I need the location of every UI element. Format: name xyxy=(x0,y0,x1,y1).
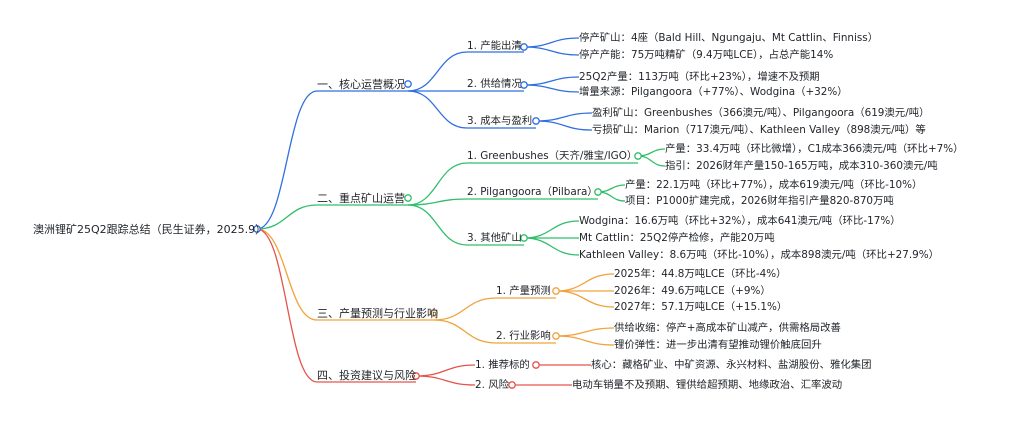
root-to-branch-4 xyxy=(256,228,318,383)
sub-recommended[interactable]: 1. 推荐标的 xyxy=(475,359,530,371)
leaf-forecast-2025[interactable]: 2025年：44.8万吨LCE（环比-4%） xyxy=(614,268,787,280)
leaf-mt-cattlin[interactable]: Mt Cattlin：25Q2停产检修，产能20万吨 xyxy=(579,232,775,244)
b1-sub3-toggle-dot[interactable] xyxy=(532,117,540,125)
b3s2-leaf1 xyxy=(555,327,615,337)
b3-to-sub2 xyxy=(433,319,497,344)
leaf-shutdown-mines[interactable]: 停产矿山：4座（Bald Hill、Ngungaju、Mt Cattlin、Fi… xyxy=(579,32,879,44)
b2s3-leaf1 xyxy=(523,220,580,239)
b2s3-leaf3 xyxy=(523,237,580,256)
leaf-price-elasticity[interactable]: 锂价弹性：进一步出清有望推动锂价触底回升 xyxy=(614,339,822,351)
root-toggle-dot[interactable] xyxy=(253,225,261,233)
leaf-forecast-2026[interactable]: 2026年：49.6万吨LCE（+9%） xyxy=(614,285,771,297)
b3-sub2-toggle-dot[interactable] xyxy=(552,332,560,340)
sub-industry-impact[interactable]: 2. 行业影响 xyxy=(496,330,551,342)
branch-1-toggle-dot[interactable] xyxy=(404,80,412,88)
root-topic[interactable]: 澳洲锂矿25Q2跟踪总结（民生证券，2025.9） xyxy=(33,223,267,236)
b3s1-leaf3 xyxy=(555,290,615,308)
b1-sub2-toggle-dot[interactable] xyxy=(520,81,528,89)
b2s2-leaf1 xyxy=(597,184,626,193)
leaf-pilgangoora-project[interactable]: 项目：P1000扩建完成，2026财年指引产量820-870万吨 xyxy=(625,195,894,207)
b2-sub3-toggle-dot[interactable] xyxy=(520,234,528,242)
b1-to-sub3 xyxy=(407,90,468,129)
b1s1-leaf2 xyxy=(523,46,580,56)
branch-core-operations[interactable]: 一、核心运营概况 xyxy=(317,78,405,91)
b3-sub1-toggle-dot[interactable] xyxy=(552,287,560,295)
sub-cost-profit[interactable]: 3. 成本与盈利 xyxy=(467,115,533,127)
leaf-supply-shrink[interactable]: 供给收缩：停产+高成本矿山减产，供需格局改善 xyxy=(614,322,841,334)
root-to-branch-1 xyxy=(256,90,318,230)
b1s3-leaf2 xyxy=(535,120,593,131)
branch-forecast-impact[interactable]: 三、产量预测与行业影响 xyxy=(317,307,438,320)
b1s2-leaf1 xyxy=(523,76,580,86)
b1-sub1-toggle-dot[interactable] xyxy=(520,43,528,51)
branch-4-toggle-dot[interactable] xyxy=(412,372,420,380)
leaf-increment-source[interactable]: 增量来源：Pilgangoora（+77%）、Wodgina（+32%） xyxy=(579,86,848,98)
b4-to-sub1 xyxy=(415,364,476,377)
b1s1-leaf1 xyxy=(523,37,580,48)
b2s1-leaf1 xyxy=(637,148,666,157)
leaf-kathleen-valley[interactable]: Kathleen Valley：8.6万吨（环比-10%），成本898澳元/吨（… xyxy=(579,249,940,261)
leaf-greenbushes-guidance[interactable]: 指引：2026财年产量150-165万吨，成本310-360澳元/吨 xyxy=(665,160,938,172)
root-to-branch-3 xyxy=(256,228,318,321)
b2-to-sub2 xyxy=(407,198,468,206)
leaf-forecast-2027[interactable]: 2027年：57.1万吨LCE（+15.1%） xyxy=(614,301,788,313)
leaf-wodgina[interactable]: Wodgina：16.6万吨（环比+32%），成本641澳元/吨（环比-17%） xyxy=(579,215,901,227)
b1s2-leaf2 xyxy=(523,84,580,93)
b4-sub1-toggle-dot[interactable] xyxy=(532,361,540,369)
branch-key-mines[interactable]: 二、重点矿山运营 xyxy=(317,192,405,205)
b2s2-leaf2 xyxy=(597,191,626,202)
b2-sub1-toggle-dot[interactable] xyxy=(634,152,642,160)
sub-capacity-clearing[interactable]: 1. 产能出清 xyxy=(467,40,522,52)
b1-to-sub1 xyxy=(407,51,468,92)
branch-2-toggle-dot[interactable] xyxy=(404,194,412,202)
b1s3-leaf1 xyxy=(535,112,593,122)
branch-3-toggle-dot[interactable] xyxy=(430,309,438,317)
b2-to-sub3 xyxy=(407,204,468,246)
sub-pilgangoora[interactable]: 2. Pilgangoora（Pilbara） xyxy=(467,186,598,198)
sub-supply-status[interactable]: 2. 供给情况 xyxy=(467,78,522,90)
b3s2-leaf2 xyxy=(555,335,615,346)
b2-to-sub1 xyxy=(407,162,468,206)
leaf-q2-output[interactable]: 25Q2产量：113万吨（环比+23%），增速不及预期 xyxy=(579,71,820,83)
b2-sub2-toggle-dot[interactable] xyxy=(594,188,602,196)
leaf-pilgangoora-output[interactable]: 产量：22.1万吨（环比+77%），成本619澳元/吨（环比-10%） xyxy=(625,179,923,191)
b3s1-leaf1 xyxy=(555,273,615,292)
leaf-core-picks[interactable]: 核心：藏格矿业、中矿资源、永兴材料、盐湖股份、雅化集团 xyxy=(591,359,872,371)
leaf-shutdown-capacity[interactable]: 停产产能：75万吨精矿（9.4万吨LCE），占总产能14% xyxy=(579,49,834,61)
sub-output-forecast[interactable]: 1. 产量预测 xyxy=(496,285,551,297)
sub-other-mines[interactable]: 3. 其他矿山 xyxy=(467,232,522,244)
sub-risks[interactable]: 2. 风险 xyxy=(475,379,509,391)
b3-to-sub1 xyxy=(433,297,497,321)
b4-sub2-toggle-dot[interactable] xyxy=(508,381,516,389)
sub-greenbushes[interactable]: 1. Greenbushes（天齐/雅宝/IGO） xyxy=(467,150,638,162)
leaf-loss-mines[interactable]: 亏损矿山：Marion（717澳元/吨）、Kathleen Valley（898… xyxy=(592,124,926,136)
branch-investment-risk[interactable]: 四、投资建议与风险 xyxy=(317,369,416,382)
b2s1-leaf2 xyxy=(637,155,666,167)
leaf-greenbushes-output[interactable]: 产量：33.4万吨（环比微增），C1成本366澳元/吨（环比+7%） xyxy=(665,143,964,155)
b4-to-sub2 xyxy=(415,375,476,386)
leaf-profitable-mines[interactable]: 盈利矿山：Greenbushes（366澳元/吨）、Pilgangoora（61… xyxy=(592,107,930,119)
root-to-branch-2 xyxy=(256,204,318,230)
leaf-risk-list[interactable]: 电动车销量不及预期、锂供给超预期、地缘政治、汇率波动 xyxy=(572,379,843,391)
